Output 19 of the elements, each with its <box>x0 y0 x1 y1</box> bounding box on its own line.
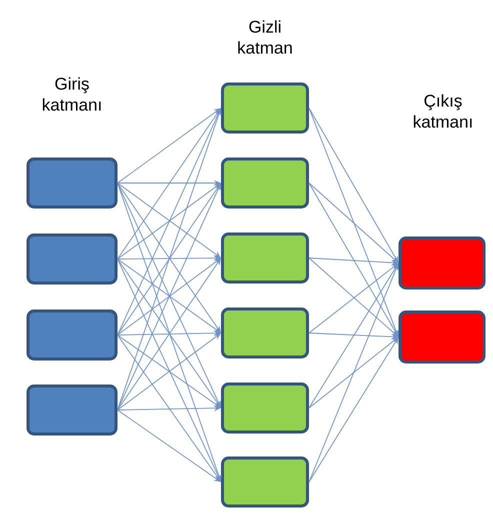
layer-box <box>26 234 118 284</box>
layer-box <box>221 382 309 434</box>
arrow <box>308 182 398 263</box>
layer-box <box>26 158 118 208</box>
layer-label: Giriş katmanı <box>42 77 101 111</box>
layer-box <box>221 232 309 284</box>
arrow <box>117 334 221 482</box>
layer-box <box>221 82 309 134</box>
layer-box <box>398 236 486 290</box>
layer-box <box>221 308 309 358</box>
layer-box <box>221 158 309 208</box>
layer-label: Çıkış katmanı <box>414 94 472 128</box>
layer-box <box>398 310 486 364</box>
layer-box <box>221 456 309 508</box>
arrow <box>117 108 221 184</box>
layer-box <box>26 384 118 436</box>
arrow <box>308 337 398 408</box>
layer-box <box>26 310 118 360</box>
layer-label: Gizli katman <box>238 20 292 54</box>
